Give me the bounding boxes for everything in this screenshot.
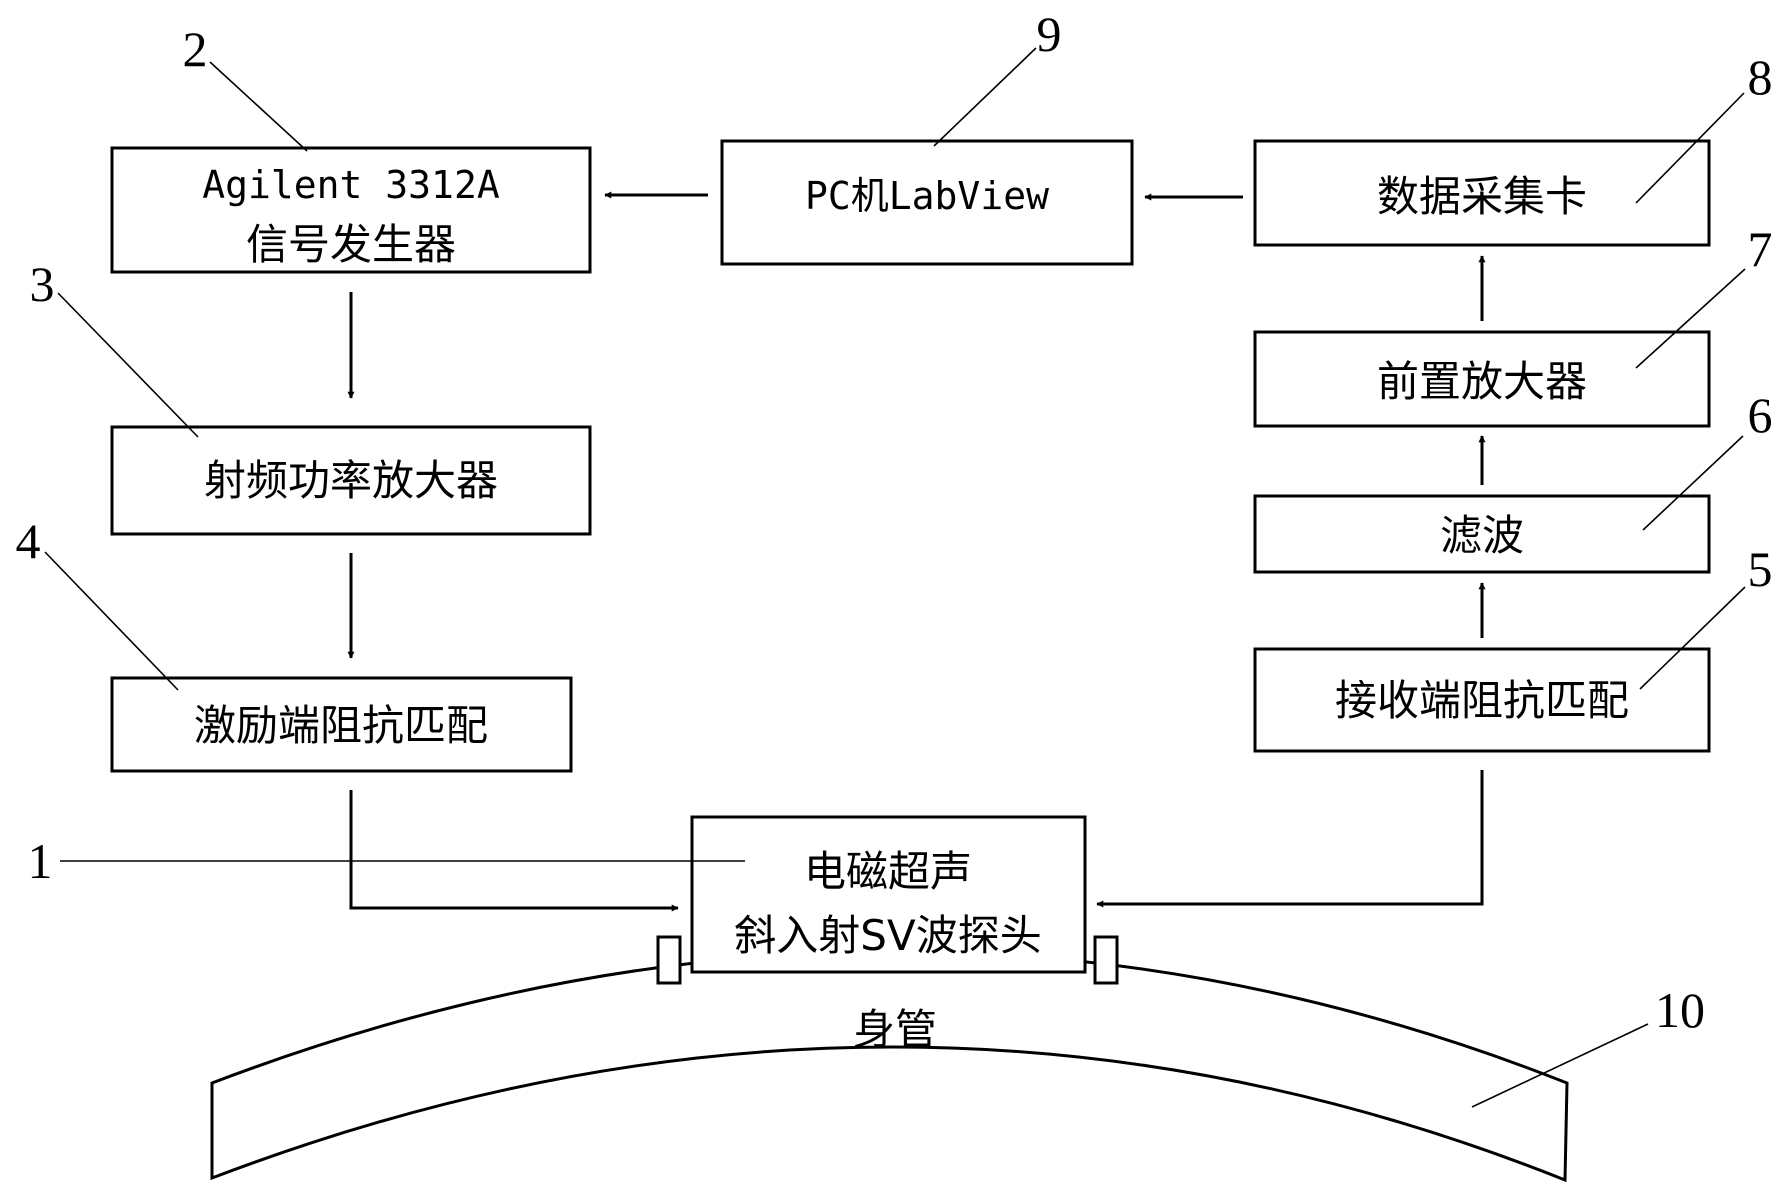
leader-line-2	[209, 61, 308, 152]
filter-box	[1253, 494, 1711, 574]
callout-number-8: 8	[1748, 49, 1773, 105]
arrow-matching-to-probe	[349, 790, 679, 912]
receive-matching-label: 接收端阻抗匹配	[1335, 676, 1629, 725]
callout-5: 5	[1639, 541, 1773, 690]
leader-line-4	[44, 551, 179, 691]
preamplifier-box	[1253, 330, 1711, 428]
callout-9: 9	[933, 6, 1062, 147]
callout-1: 1	[28, 833, 745, 889]
filter-block: 滤波	[1253, 494, 1711, 574]
callout-number-10: 10	[1655, 982, 1705, 1038]
callout-number-1: 1	[28, 833, 53, 889]
pipe: 身管	[210, 950, 1569, 1183]
leader-line-10	[1471, 1023, 1649, 1108]
leader-line-9	[933, 47, 1037, 147]
probe-label-line1: 电磁超声	[804, 847, 972, 896]
leader-line-6	[1642, 435, 1744, 531]
excite-matching-box	[110, 676, 573, 773]
receive-matching-block: 接收端阻抗匹配	[1253, 647, 1711, 753]
filter-label: 滤波	[1440, 511, 1524, 560]
callout-number-6: 6	[1748, 387, 1773, 443]
excite-matching-block: 激励端阻抗匹配	[110, 676, 573, 773]
preamplifier-label: 前置放大器	[1377, 357, 1587, 406]
callout-number-3: 3	[30, 256, 55, 312]
excite-matching-label: 激励端阻抗匹配	[194, 701, 488, 750]
leader-line-7	[1635, 268, 1746, 369]
callout-6: 6	[1642, 387, 1773, 531]
callout-number-2: 2	[183, 21, 208, 77]
callout-number-7: 7	[1748, 221, 1773, 277]
leader-line-3	[57, 292, 199, 438]
probe-left-foot	[656, 935, 682, 985]
pc-block: PC机LabView	[720, 139, 1134, 266]
callout-3: 3	[30, 256, 199, 438]
callout-2: 2	[183, 21, 308, 152]
callout-number-9: 9	[1037, 6, 1062, 62]
arrow-probe-to-receive-matching	[1096, 770, 1484, 908]
daq-label: 数据采集卡	[1377, 172, 1587, 221]
probe-label-line2: 斜入射SV波探头	[734, 911, 1041, 960]
callout-number-4: 4	[16, 513, 41, 569]
pc-box	[720, 139, 1134, 266]
pc-label: PC机LabView	[805, 174, 1049, 218]
callout-4: 4	[16, 513, 179, 691]
rf-amplifier-block: 射频功率放大器	[110, 425, 592, 536]
preamplifier-block: 前置放大器	[1253, 330, 1711, 428]
daq-box	[1253, 139, 1711, 247]
signal-generator-block: Agilent 3312A 信号发生器	[110, 146, 592, 274]
pipe-body	[210, 950, 1569, 1183]
signal-generator-line2: 信号发生器	[246, 220, 456, 269]
callout-8: 8	[1635, 49, 1773, 204]
callout-7: 7	[1635, 221, 1773, 369]
receive-matching-box	[1253, 647, 1711, 753]
callout-number-5: 5	[1748, 541, 1773, 597]
rf-amplifier-box	[110, 425, 592, 536]
leader-line-5	[1639, 586, 1746, 690]
callout-10: 10	[1471, 982, 1705, 1108]
signal-generator-box	[110, 146, 592, 274]
probe: 电磁超声 斜入射SV波探头	[656, 815, 1119, 985]
signal-generator-line1: Agilent 3312A	[202, 163, 500, 207]
pipe-label: 身管	[853, 1005, 937, 1054]
rf-amplifier-label: 射频功率放大器	[204, 456, 498, 505]
probe-right-foot	[1093, 935, 1119, 985]
daq-block: 数据采集卡	[1253, 139, 1711, 247]
leader-line-8	[1635, 92, 1745, 204]
probe-box	[690, 815, 1087, 974]
